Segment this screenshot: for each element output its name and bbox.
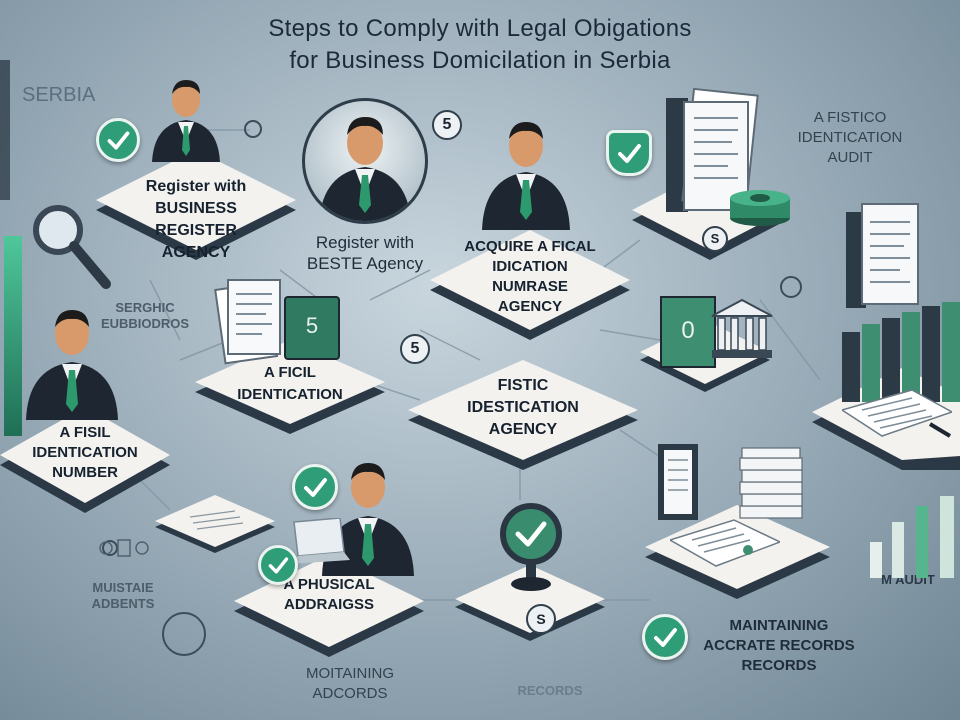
check-icon xyxy=(642,614,688,660)
coin-icon: 5 xyxy=(432,110,462,140)
serbia-label: SERBIA xyxy=(22,84,96,106)
binder-icon xyxy=(656,442,700,522)
magnifier-icon xyxy=(28,200,112,290)
tile-fiscal-number-text: A FISIL IDENTICATION NUMBER xyxy=(32,424,138,481)
document-icon xyxy=(214,272,294,368)
ring-icon xyxy=(102,540,118,556)
tile-fistic-agency-text: FISTIC IDESTICATION AGENCY xyxy=(467,377,579,438)
bank-icon xyxy=(710,296,774,360)
person-icon xyxy=(148,72,224,162)
ring-icon xyxy=(244,120,262,138)
tile-shape xyxy=(430,230,630,340)
tile-fiscal-number: A FISIL IDENTICATION NUMBER xyxy=(0,395,170,520)
tile-shape xyxy=(408,360,638,470)
tile-shape xyxy=(155,495,275,553)
person-icon xyxy=(478,112,574,230)
left-edge-strip xyxy=(0,60,10,200)
register-center-text: Register with BESTE Agency xyxy=(306,233,424,273)
faint-label-bottom-left: MUISTAIE ADBENTS xyxy=(91,580,155,611)
binder-icon xyxy=(662,87,762,216)
ring-icon xyxy=(162,612,206,656)
ledger-icon: 0 xyxy=(660,296,716,368)
shield-check-icon xyxy=(606,130,652,176)
person-portrait-icon xyxy=(302,98,428,224)
faint-label-left: SERGHIC EUBBIODROS xyxy=(100,300,190,331)
title-line-1: Steps to Comply with Legal Obigations xyxy=(268,15,692,42)
tile-shape xyxy=(96,150,296,260)
person-icon xyxy=(318,452,418,576)
tile-physical-address-text: A PHUSICAL ADDRAIGSS xyxy=(283,576,375,613)
number-card-icon: 5 xyxy=(284,296,340,360)
check-icon xyxy=(258,545,298,585)
document-icon xyxy=(842,200,922,310)
money-icon xyxy=(728,180,792,226)
records-faint-text: RECORDS xyxy=(517,683,583,698)
maintaining-records-text: MAINTAINING ACCRATE RECORDS RECORDS xyxy=(703,617,855,674)
coin-icon: 5 xyxy=(400,334,430,364)
maintaining-adcords-text: MOITAINING ADCORDS xyxy=(305,665,395,702)
paper-icon xyxy=(668,518,782,570)
title-line-2: for Business Domicilation in Serbia xyxy=(289,47,671,74)
left-bar-icon xyxy=(4,236,22,436)
tile-shape xyxy=(0,407,170,513)
tile-acquire: ACQUIRE A FICAL IDICATION NUMRASE AGENCY xyxy=(430,215,630,345)
coin-icon: S xyxy=(702,226,728,252)
coin-icon: S xyxy=(526,604,556,634)
laptop-icon xyxy=(290,517,350,564)
faint-label-top-right: A FISTICO IDENTICATION AUDIT xyxy=(797,109,903,166)
tile-paper-stack xyxy=(155,495,275,555)
tile-acquire-text: ACQUIRE A FICAL IDICATION NUMRASE AGENCY xyxy=(464,238,596,315)
tile-register-agency-text: Register with BUSINESS REGISTER AGENCY xyxy=(145,178,247,261)
ring-icon xyxy=(780,276,802,298)
document-stack-icon xyxy=(738,446,804,522)
person-icon xyxy=(24,300,120,420)
check-icon xyxy=(292,464,338,510)
check-icon xyxy=(96,118,140,162)
magnifier-check-icon xyxy=(496,500,566,596)
tile-fiscal-identification-text: A FICIL IDENTICATION xyxy=(237,364,343,403)
bar-chart-icon xyxy=(866,496,960,578)
tile-fistic-agency: FISTIC IDESTICATION AGENCY xyxy=(408,345,638,480)
faint-icons xyxy=(98,536,158,560)
binder-row-icon xyxy=(838,302,960,402)
paper-icon xyxy=(840,384,954,444)
tile-register-agency: Register with BUSINESS REGISTER AGENCY xyxy=(96,140,296,270)
